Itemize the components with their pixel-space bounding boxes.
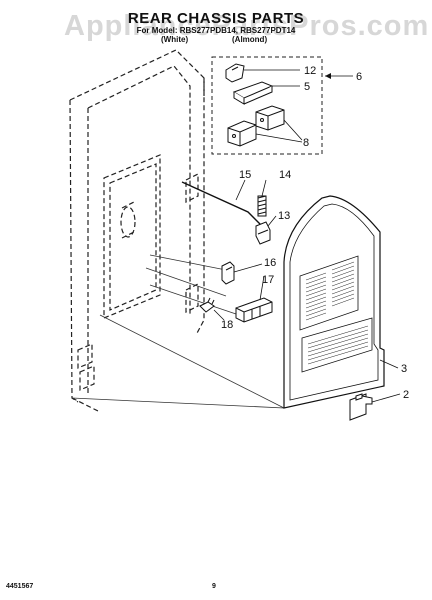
callout-5: 5	[304, 81, 310, 93]
document-number: 4451567	[6, 583, 34, 590]
callout-6-arrowhead	[325, 73, 331, 79]
page-title: REAR CHASSIS PARTS	[127, 10, 305, 27]
callout-6: 6	[356, 71, 362, 83]
part-16-latch	[221, 261, 235, 285]
rear-panel-vents	[305, 261, 369, 365]
callout-14: 14	[279, 169, 291, 181]
page-number: 9	[212, 583, 216, 590]
range-body-outline	[69, 49, 205, 413]
part-17-terminal-block	[235, 297, 273, 323]
model-subtitle: For Model: RBS277PDB14, RBS277PDT14	[136, 26, 296, 35]
callout-12: 12	[304, 65, 316, 77]
callout-2: 2	[403, 389, 409, 401]
part-15-rod	[181, 181, 263, 227]
callout-17: 17	[262, 274, 274, 286]
part-3-rear-panel	[283, 195, 385, 409]
part-12-bracket	[225, 63, 245, 83]
part-14-spring	[257, 195, 267, 217]
variant-white-label: (White)	[161, 35, 189, 44]
watermark: AppliancePartsPros.com	[64, 10, 430, 42]
parts-group-box	[211, 56, 323, 155]
part-8-blocks	[227, 105, 285, 147]
part-5-bracket	[232, 81, 274, 105]
part-18-connector	[199, 297, 215, 313]
callout-16: 16	[264, 257, 276, 269]
callout-18: 18	[221, 319, 233, 331]
variant-almond-label: (Almond)	[232, 35, 268, 44]
callout-15: 15	[239, 169, 251, 181]
part-13-clip	[255, 221, 271, 245]
callout-3: 3	[401, 363, 407, 375]
callout-8: 8	[303, 137, 309, 149]
assembly-guide-lines	[71, 254, 285, 409]
callout-13: 13	[278, 210, 290, 222]
part-2-access-cover	[349, 393, 373, 421]
